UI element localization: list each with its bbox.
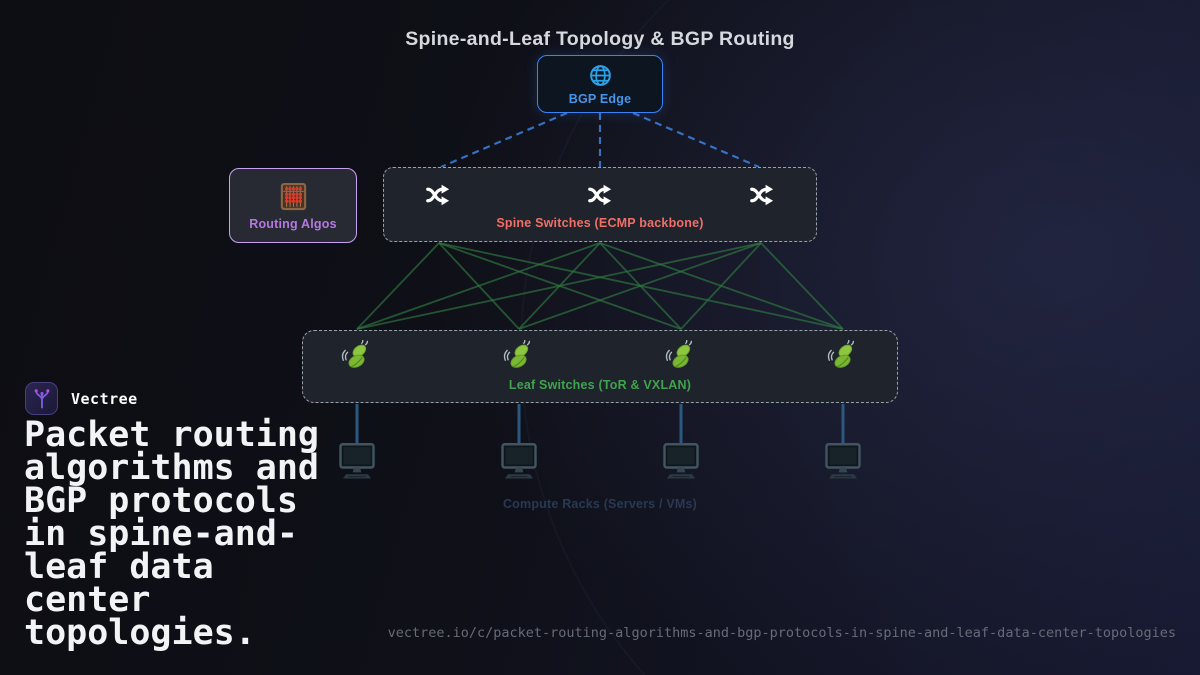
- desktop-computer-icon: [821, 440, 865, 484]
- leaf-switches-label: Leaf Switches (ToR & VXLAN): [508, 378, 692, 392]
- spine-leaf-mesh-links: [356, 242, 844, 330]
- compute-racks-label: Compute Racks (Servers / VMs): [502, 497, 698, 511]
- spine-switches-label: Spine Switches (ECMP backbone): [496, 216, 704, 230]
- desktop-computer-icon: [497, 440, 541, 484]
- leaf-icon: [826, 340, 860, 374]
- compute-racks-row: [302, 440, 898, 484]
- shuffle-icon: [422, 179, 454, 211]
- leaf-icon: [340, 340, 374, 374]
- node-spine-switches: Spine Switches (ECMP backbone): [383, 167, 817, 242]
- brand-name: Vectree: [71, 389, 138, 408]
- desktop-computer-icon: [659, 440, 703, 484]
- leaf-icons-row: [303, 331, 897, 374]
- leaf-compute-links: [355, 404, 845, 446]
- leaf-icon: [502, 340, 536, 374]
- brand: Vectree: [25, 382, 138, 415]
- bgp-edge-label: BGP Edge: [568, 92, 632, 106]
- globe-icon: [587, 62, 614, 89]
- vectree-logo-icon: [28, 385, 56, 413]
- spine-icons-row: [384, 168, 816, 211]
- bgp-spine-links: [440, 111, 760, 169]
- node-routing-algos: Routing Algos: [229, 168, 357, 243]
- routing-algos-label: Routing Algos: [249, 216, 337, 231]
- abacus-icon: [278, 181, 309, 212]
- shuffle-icon: [746, 179, 778, 211]
- diagram-title: Spine-and-Leaf Topology & BGP Routing: [405, 28, 795, 50]
- footer-url: vectree.io/c/packet-routing-algorithms-a…: [387, 625, 1176, 641]
- headline: Packet routing algorithms and BGP protoc…: [24, 415, 320, 653]
- leaf-icon: [664, 340, 698, 374]
- shuffle-icon: [584, 179, 616, 211]
- vectree-logo: [25, 382, 58, 415]
- node-bgp-edge: BGP Edge: [537, 55, 663, 113]
- node-leaf-switches: Leaf Switches (ToR & VXLAN): [302, 330, 898, 403]
